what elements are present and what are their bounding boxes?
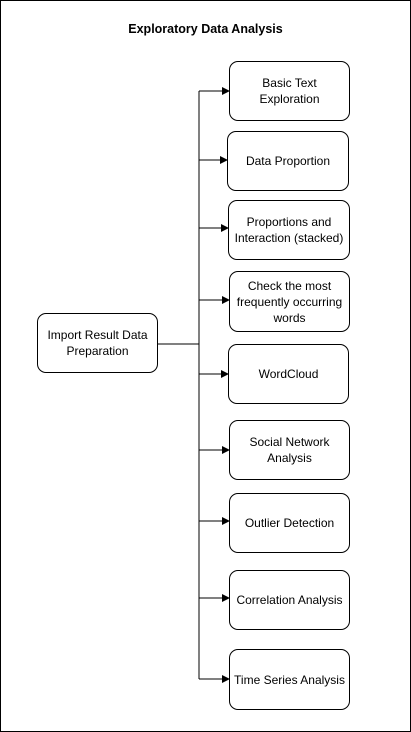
node-frequent-words: Check the most frequently occurring word…: [229, 271, 350, 332]
node-correlation-analysis: Correlation Analysis: [229, 570, 350, 630]
node-social-network-analysis: Social Network Analysis: [229, 420, 350, 480]
node-time-series-analysis: Time Series Analysis: [229, 649, 350, 710]
node-proportions-and-interaction: Proportions and Interaction (stacked): [228, 200, 350, 260]
node-import-result-data-preparation: Import Result Data Preparation: [37, 313, 158, 373]
diagram-title: Exploratory Data Analysis: [128, 22, 283, 36]
node-wordcloud: WordCloud: [228, 344, 349, 404]
node-outlier-detection: Outlier Detection: [229, 493, 350, 553]
node-basic-text-exploration: Basic Text Exploration: [229, 61, 350, 121]
node-data-proportion: Data Proportion: [227, 131, 349, 191]
